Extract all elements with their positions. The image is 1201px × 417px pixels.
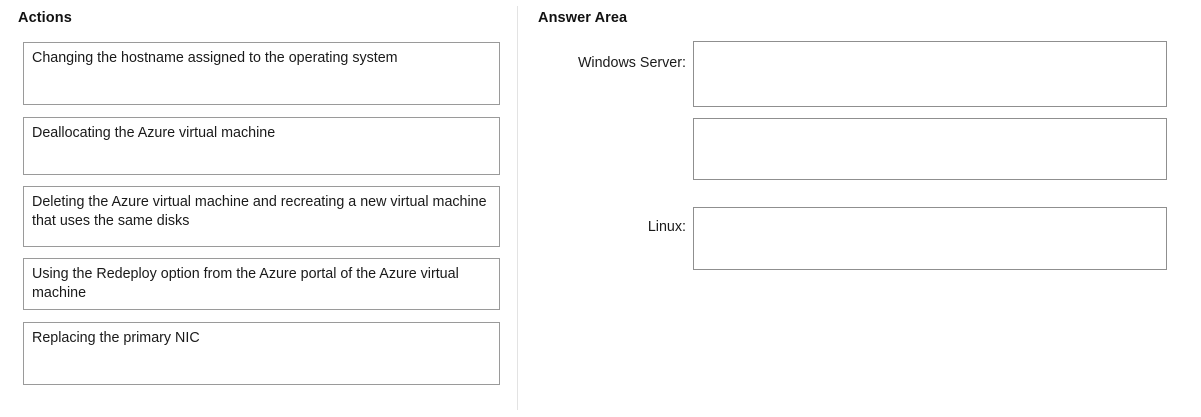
answer-label-linux: Linux: [647,219,686,235]
action-item-label: Deallocating the Azure virtual machine [32,125,276,141]
actions-heading: Actions [18,10,72,26]
column-divider [517,6,518,410]
action-item-draggable[interactable]: Deleting the Azure virtual machine and r… [23,186,500,247]
action-item-draggable[interactable]: Replacing the primary NIC [23,322,500,385]
action-item-label: Using the Redeploy option from the Azure… [32,266,459,301]
action-item-label: Changing the hostname assigned to the op… [32,50,398,66]
action-item-draggable[interactable]: Deallocating the Azure virtual machine [23,117,500,175]
action-item-draggable[interactable]: Using the Redeploy option from the Azure… [23,258,500,310]
action-item-label: Deleting the Azure virtual machine and r… [32,194,487,229]
answer-area-heading: Answer Area [538,10,628,26]
answer-label-windows-server: Windows Server: [577,55,686,71]
answer-drop-slot[interactable] [693,41,1167,107]
answer-drop-slot[interactable] [693,118,1167,180]
answer-drop-slot[interactable] [693,207,1167,270]
action-item-draggable[interactable]: Changing the hostname assigned to the op… [23,42,500,105]
action-item-label: Replacing the primary NIC [32,330,200,346]
